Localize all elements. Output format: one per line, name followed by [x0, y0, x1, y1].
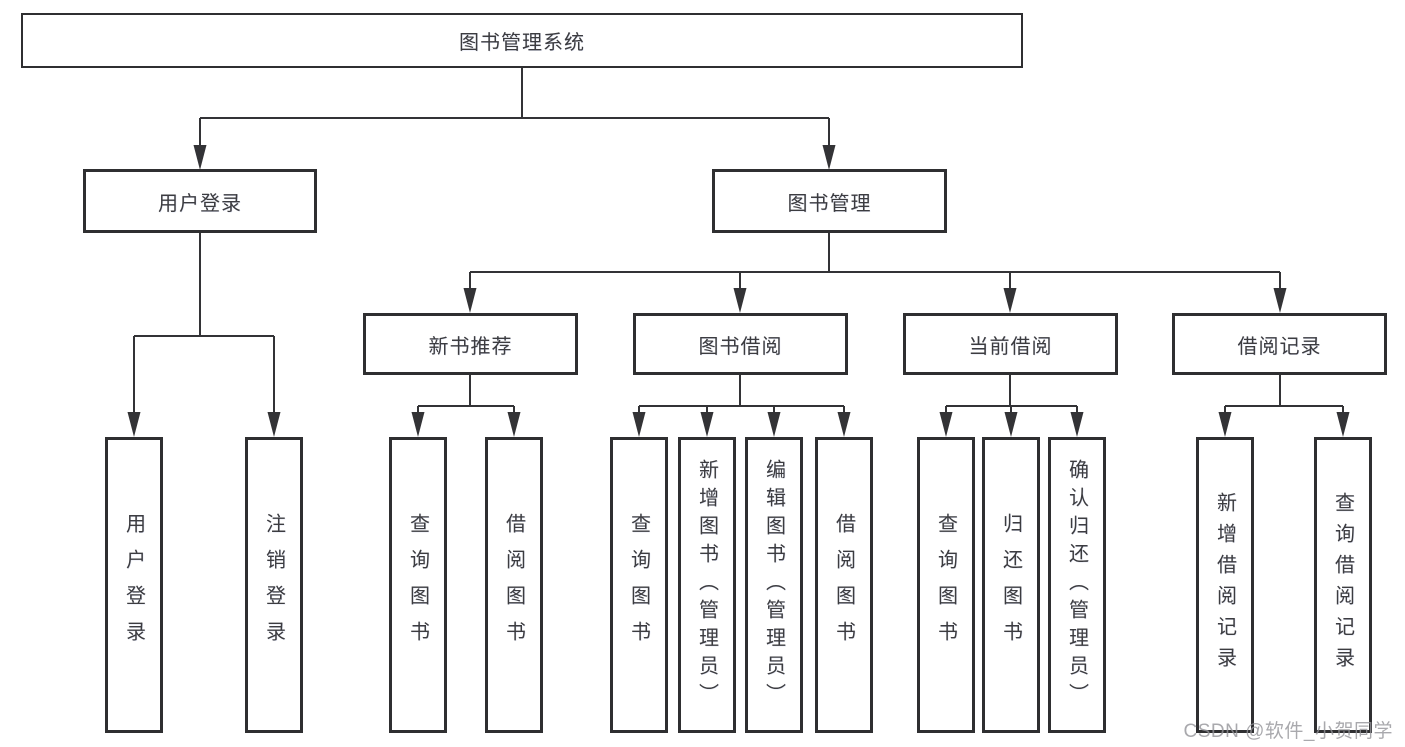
node-borrow-books-leaf: 借阅图书: [815, 437, 873, 733]
arrowhead: [733, 288, 747, 313]
arrowhead: [1004, 412, 1018, 437]
arrowhead: [767, 412, 781, 437]
arrowhead: [1003, 288, 1017, 313]
node-new-book-recommendation: 新书推荐: [363, 313, 578, 375]
node-add-borrow-record: 新增借阅记录: [1196, 437, 1254, 733]
arrowhead: [700, 412, 714, 437]
connector-current-borrowing-to-leaves: [939, 375, 1084, 437]
node-add-book-admin: 新增图书（管理员）: [678, 437, 736, 733]
csdn-watermark: CSDN @软件_小贺同学: [1183, 721, 1393, 742]
arrowhead: [267, 412, 281, 437]
arrowhead: [837, 412, 851, 437]
node-edit-book-admin: 编辑图书（管理员）: [745, 437, 803, 733]
node-borrowing-records: 借阅记录: [1172, 313, 1387, 375]
connector-book-borrowing-to-leaves: [632, 375, 851, 437]
node-library-management-system: 图书管理系统: [21, 13, 1023, 68]
arrowhead: [822, 145, 836, 170]
connector-book-management-to-level3: [463, 233, 1287, 313]
node-user-login: 用户登录: [83, 169, 317, 233]
connector-borrowing-records-to-leaves: [1218, 375, 1350, 437]
node-borrow-books-recommend: 借阅图书: [485, 437, 543, 733]
node-book-borrowing: 图书借阅: [633, 313, 848, 375]
node-current-borrowing: 当前借阅: [903, 313, 1118, 375]
arrowhead: [507, 412, 521, 437]
arrowhead: [1273, 288, 1287, 313]
arrowhead: [127, 412, 141, 437]
connector-new-book-recommendation-to-leaves: [411, 375, 521, 437]
arrowhead: [1070, 412, 1084, 437]
arrowhead: [939, 412, 953, 437]
arrowhead: [463, 288, 477, 313]
node-search-borrow-record: 查询借阅记录: [1314, 437, 1372, 733]
connector-root-to-level2: [193, 68, 836, 170]
node-user-login-leaf: 用户登录: [105, 437, 163, 733]
node-confirm-return-admin: 确认归还（管理员）: [1048, 437, 1106, 733]
arrowhead: [411, 412, 425, 437]
node-search-books-recommend: 查询图书: [389, 437, 447, 733]
node-search-books-current: 查询图书: [917, 437, 975, 733]
node-book-management: 图书管理: [712, 169, 947, 233]
node-logout-leaf: 注销登录: [245, 437, 303, 733]
arrowhead: [1336, 412, 1350, 437]
arrowhead: [193, 145, 207, 170]
node-search-books-borrowing: 查询图书: [610, 437, 668, 733]
connector-user-login-to-leaves: [127, 233, 281, 437]
node-return-books: 归还图书: [982, 437, 1040, 733]
arrowhead: [632, 412, 646, 437]
arrowhead: [1218, 412, 1232, 437]
